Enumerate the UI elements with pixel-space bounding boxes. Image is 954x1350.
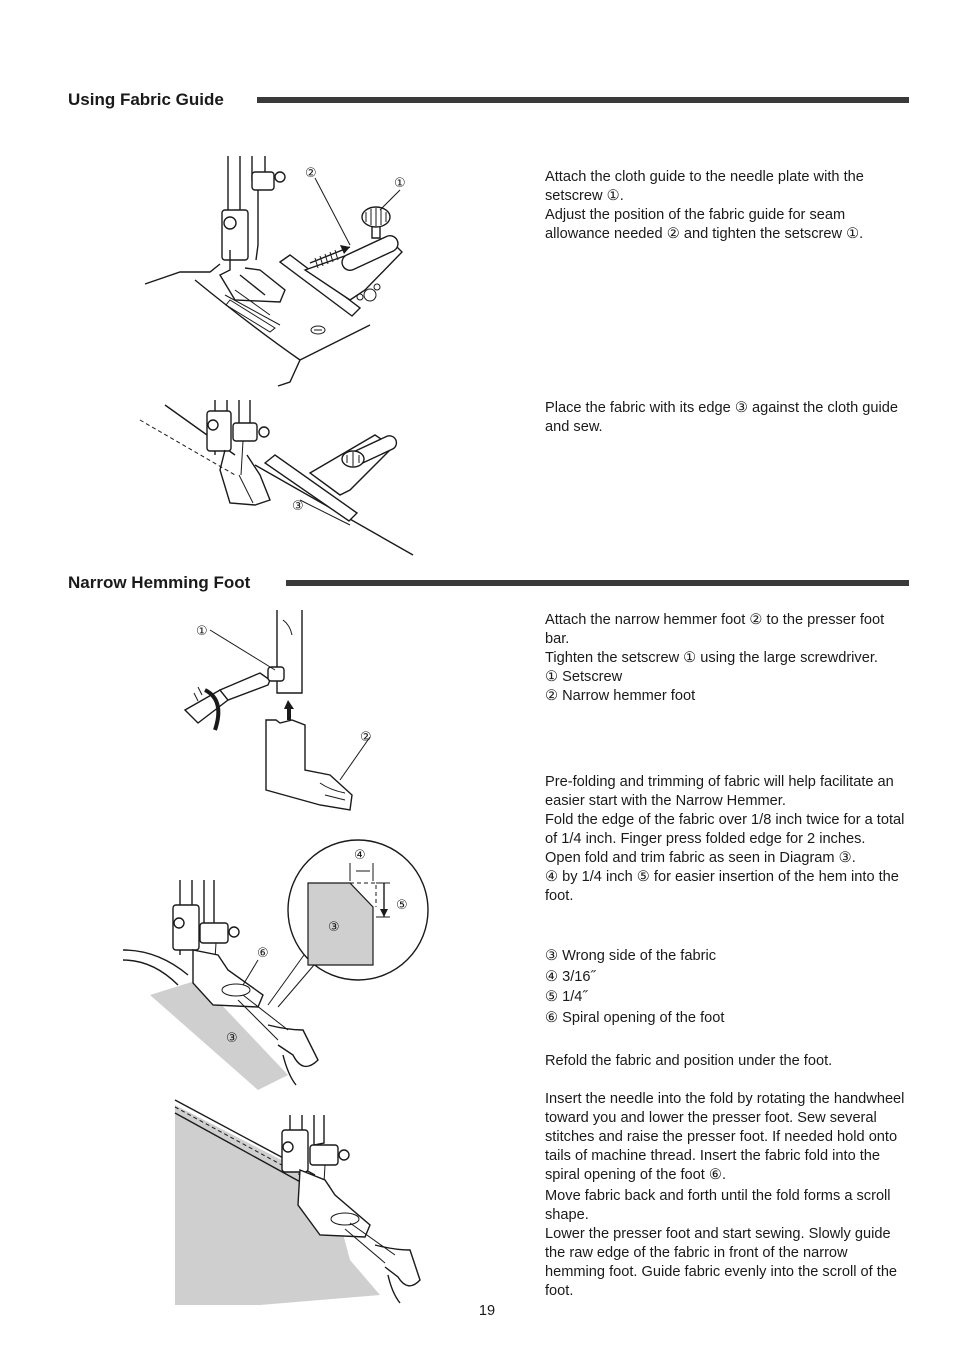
figure-callout: ③ bbox=[328, 920, 340, 935]
paragraph: Refold the fabric and position under the… bbox=[545, 1053, 833, 1069]
hemmer-instructions-2: Pre-folding and trimming of fabric will … bbox=[545, 773, 910, 906]
legend-item: ⑤ 1/4˝ bbox=[545, 989, 588, 1005]
paragraph: Fold the edge of the fabric over 1/8 inc… bbox=[545, 812, 905, 847]
legend-item: ① Setscrew bbox=[545, 669, 623, 685]
legend-item: ⑥ Spiral opening of the foot bbox=[545, 1009, 725, 1026]
section-rule bbox=[257, 97, 909, 103]
section-rule bbox=[286, 580, 909, 586]
hemmer-instructions-4: Insert the needle into the fold by rotat… bbox=[545, 1090, 910, 1301]
hemmer-legend: ③ Wrong side of the fabric ④ 3/16˝ ⑤ 1/4… bbox=[545, 946, 910, 1028]
paragraph: Move fabric back and forth until the fol… bbox=[545, 1188, 891, 1223]
figure-callout: ③ bbox=[292, 499, 304, 514]
sewing-scroll-hem-illustration bbox=[174, 1099, 421, 1305]
figure-callout: ① bbox=[196, 624, 208, 639]
paragraph: ④ by 1/4 inch ⑤ for easier insertion of … bbox=[545, 869, 899, 904]
figure-callout: ④ bbox=[354, 848, 366, 863]
figure-callout: ② bbox=[360, 730, 372, 745]
figure-callout: ① bbox=[394, 176, 406, 191]
legend-item: ② Narrow hemmer foot bbox=[545, 688, 696, 704]
fabric-edge-against-guide-illustration: ③ bbox=[139, 400, 414, 556]
paragraph: Pre-folding and trimming of fabric will … bbox=[545, 774, 894, 809]
figure-callout: ⑤ bbox=[396, 898, 408, 913]
page-number: 19 bbox=[478, 1303, 496, 1319]
heading-using-fabric-guide: Using Fabric Guide bbox=[68, 90, 224, 109]
figure-callout: ② bbox=[305, 166, 317, 181]
figure-callout: ③ bbox=[226, 1031, 238, 1046]
paragraph: Insert the needle into the fold by rotat… bbox=[545, 1091, 905, 1183]
legend-item: ③ Wrong side of the fabric bbox=[545, 948, 716, 964]
figure-callout: ⑥ bbox=[257, 946, 269, 961]
attach-hemmer-foot-illustration: ① ② bbox=[183, 610, 372, 811]
paragraph: Adjust the position of the fabric guide … bbox=[545, 207, 864, 242]
fabric-guide-instructions-2: Place the fabric with its edge ③ against… bbox=[545, 399, 910, 437]
paragraph: Attach the cloth guide to the needle pla… bbox=[545, 169, 864, 204]
paragraph: Tighten the setscrew ① using the large s… bbox=[545, 650, 878, 666]
paragraph: Open fold and trim fabric as seen in Dia… bbox=[545, 850, 856, 866]
fabric-trim-and-spiral-illustration: ④ ⑤ ③ ⑥ ③ bbox=[122, 839, 429, 1090]
paragraph: Lower the presser foot and start sewing.… bbox=[545, 1226, 898, 1299]
hemmer-instructions-3: Refold the fabric and position under the… bbox=[545, 1052, 910, 1071]
fabric-guide-instructions-1: Attach the cloth guide to the needle pla… bbox=[545, 168, 910, 244]
fabric-guide-attach-illustration: ② ① bbox=[144, 156, 406, 387]
paragraph: Place the fabric with its edge ③ against… bbox=[545, 400, 899, 435]
legend-item: ④ 3/16˝ bbox=[545, 968, 596, 985]
heading-narrow-hemming-foot: Narrow Hemming Foot bbox=[68, 573, 251, 592]
paragraph: Attach the narrow hemmer foot ② to the p… bbox=[545, 612, 885, 647]
hemmer-instructions-1: Attach the narrow hemmer foot ② to the p… bbox=[545, 611, 910, 706]
